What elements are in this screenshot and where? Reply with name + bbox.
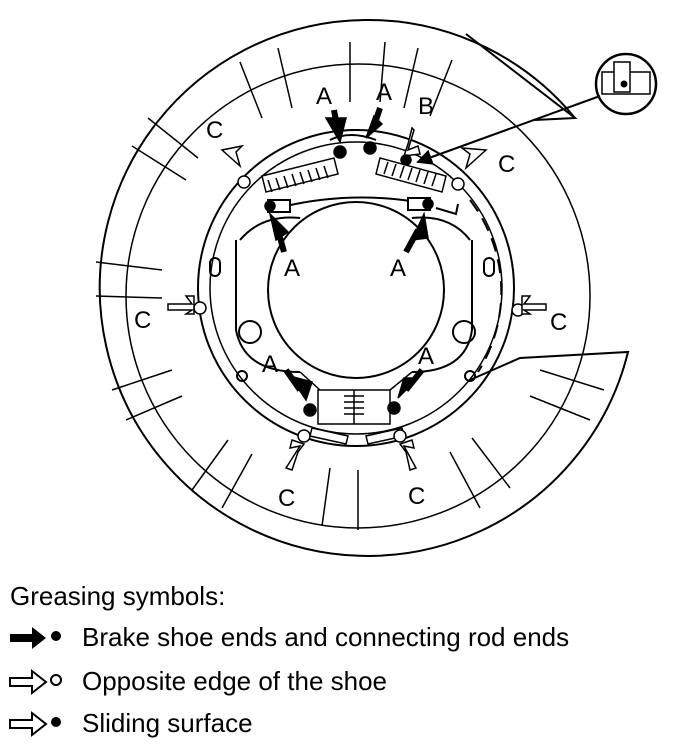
- grease-point-b: [400, 126, 421, 166]
- callout-c: C: [498, 151, 515, 178]
- detail-inset: [416, 52, 658, 165]
- filled-arrow-filled-dot-icon: [10, 627, 61, 649]
- callout-c: C: [550, 309, 567, 336]
- hub: [209, 201, 495, 382]
- legend-item-shoe-ends: Brake shoe ends and connecting rod ends: [6, 618, 682, 658]
- callout-a: A: [418, 343, 434, 370]
- backing-plate-ribs: [95, 41, 605, 530]
- adjuster-assembly: [299, 371, 413, 425]
- callout-labels: A A B C C A A C C A A C C: [134, 79, 567, 512]
- callout-c: C: [206, 117, 223, 144]
- legend-title: Greasing symbols:: [10, 581, 226, 611]
- legend-item-label: Opposite edge of the shoe: [82, 666, 388, 696]
- callout-c: C: [408, 483, 425, 510]
- callout-a: A: [262, 351, 278, 378]
- legend-item-label: Brake shoe ends and connecting rod ends: [82, 622, 570, 652]
- callout-a: A: [284, 255, 300, 282]
- hollow-arrow-hollow-dot-icon: [9, 668, 62, 696]
- grease-arrow-shafts: [275, 107, 425, 392]
- hollow-arrow-filled-dot-icon: [9, 710, 61, 738]
- brake-assembly-diagram: A A B C C A A C C A A C C: [95, 19, 658, 557]
- callout-a: A: [390, 255, 406, 282]
- greasing-legend: Greasing symbols: Brake shoe ends and co…: [6, 580, 682, 744]
- legend-item-sliding-surface: Sliding surface: [6, 704, 682, 744]
- grease-points-c: [167, 144, 547, 471]
- callout-b: B: [418, 93, 434, 120]
- callout-c: C: [134, 307, 151, 334]
- legend-item-opposite-edge: Opposite edge of the shoe: [6, 662, 682, 702]
- callout-c: C: [278, 485, 295, 512]
- legend-item-label: Sliding surface: [82, 708, 253, 738]
- return-springs: [261, 157, 447, 445]
- callout-a: A: [376, 79, 392, 106]
- brake-shoes: [197, 129, 515, 447]
- callout-a: A: [316, 83, 332, 110]
- backing-plate: [98, 19, 630, 557]
